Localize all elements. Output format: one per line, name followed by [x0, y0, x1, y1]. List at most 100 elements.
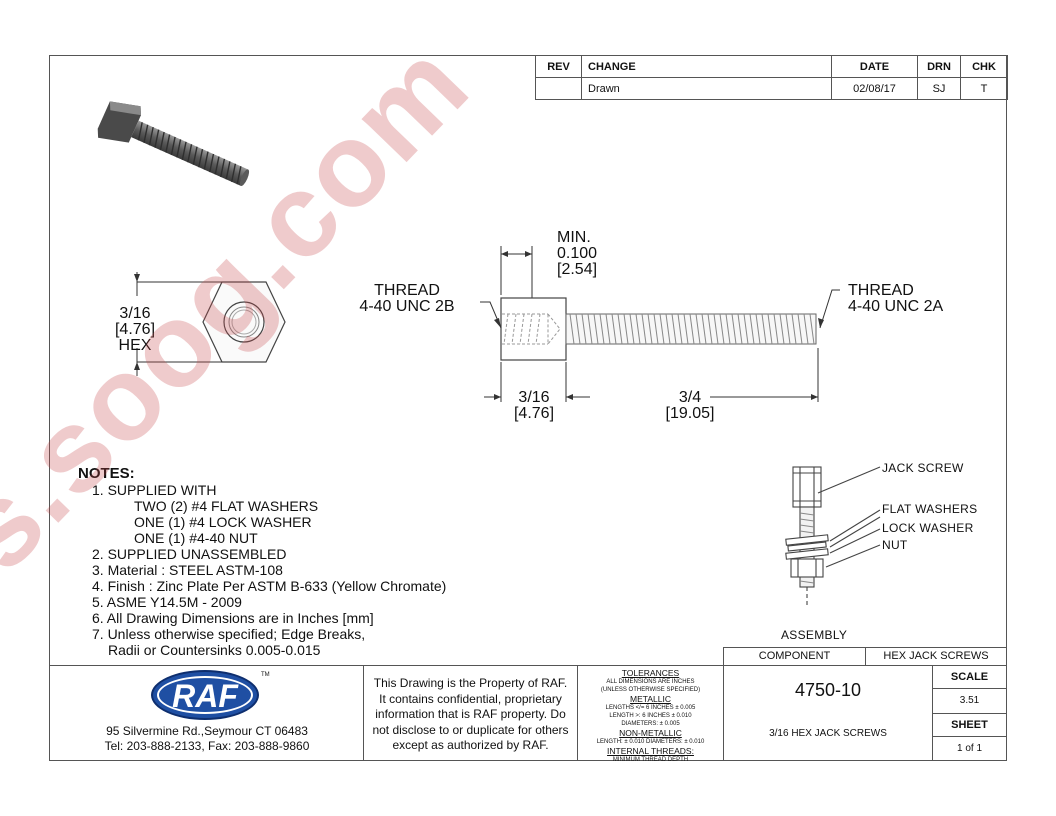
hex-dim-line3: HEX	[118, 337, 152, 354]
thread-line	[797, 313, 803, 345]
tolerance-line: LENGTHS </= 6 INCHES ± 0.005	[605, 705, 696, 711]
thread-line	[779, 313, 785, 345]
tolerances-title: TOLERANCES	[621, 668, 680, 678]
thread-line	[635, 313, 641, 345]
note-line: 7. Unless otherwise specified; Edge Brea…	[92, 626, 366, 642]
thread-line	[713, 313, 719, 345]
part-number: 4750-10	[794, 680, 862, 700]
screw-length-value: 3/4	[678, 389, 702, 406]
thread-line	[737, 313, 743, 345]
thread-line	[707, 313, 713, 345]
thread-line	[641, 313, 647, 345]
notes-section: NOTES: 1. SUPPLIED WITH TWO (2) #4 FLAT …	[78, 465, 447, 659]
part-description: 3/16 HEX JACK SCREWS	[769, 728, 887, 739]
side-view-screw	[480, 246, 840, 402]
tolerance-line: ALL DIMENSIONS ARE INCHES	[606, 679, 695, 685]
thread-line	[761, 313, 767, 345]
notes-title: NOTES:	[78, 465, 135, 482]
thread-line	[785, 313, 791, 345]
note-line: ONE (1) #4-40 NUT	[134, 530, 258, 546]
thread-line	[725, 313, 731, 345]
tolerance-line: LENGTH: ± 0.010 DIAMETERS: ± 0.010	[596, 739, 705, 745]
thread-line	[593, 313, 599, 345]
thread-line	[587, 313, 593, 345]
screw-length-mm: [19.05]	[665, 405, 715, 422]
lock-washer-label: LOCK WASHER	[882, 521, 974, 535]
raf-logo-text: RAF	[172, 678, 238, 714]
isometric-screw-view	[97, 101, 250, 187]
jack-screw-label: JACK SCREW	[882, 461, 964, 475]
thread-line	[629, 313, 635, 345]
hex-dim-line2: [4.76]	[114, 321, 156, 338]
hex-length-mm: [4.76]	[513, 405, 555, 422]
hex-dim-line1: 3/16	[119, 305, 151, 322]
thread-line	[731, 313, 737, 345]
change-value: Drawn	[581, 77, 832, 100]
hex-end-view	[134, 272, 286, 376]
flat-washers-label: FLAT WASHERS	[882, 502, 978, 516]
raf-logo: RAF	[151, 670, 259, 720]
screw-length-label: 3/4 [19.05]	[655, 390, 725, 422]
external-thread-label: THREAD 4-40 UNC 2A	[848, 283, 943, 315]
change-header: CHANGE	[581, 55, 832, 78]
metallic-title: METALLIC	[630, 694, 671, 704]
scale-value: 3.51	[932, 688, 1007, 714]
thread-line	[611, 313, 617, 345]
trademark-mark: TM	[261, 672, 270, 678]
thread-line	[677, 313, 683, 345]
note-line: 5. ASME Y14.5M - 2009	[92, 594, 242, 610]
thread-line	[581, 313, 587, 345]
assembly-view	[785, 466, 881, 607]
note-line: ONE (1) #4 LOCK WASHER	[134, 514, 312, 530]
drn-header: DRN	[917, 55, 961, 78]
note-line: Radii or Countersinks 0.005-0.015	[108, 642, 321, 658]
tolerance-line: DIAMETERS: ± 0.005	[621, 721, 680, 727]
property-line: except as authorized by RAF.	[392, 738, 549, 752]
thread-line	[605, 313, 611, 345]
revision-table: REV CHANGE DATE DRN CHK Drawn 02/08/17 S…	[535, 55, 1008, 100]
thread-line	[791, 313, 797, 345]
min-value: 0.100	[557, 245, 598, 262]
note-line: 4. Finish : Zinc Plate Per ASTM B-633 (Y…	[92, 578, 447, 594]
thread-line	[665, 313, 671, 345]
thread-line	[623, 313, 629, 345]
property-line: This Drawing is the Property of RAF.	[373, 676, 568, 690]
drn-value: SJ	[917, 77, 961, 100]
sheet-label: SHEET	[932, 713, 1007, 737]
thread-line	[755, 313, 761, 345]
rev-header: REV	[535, 55, 582, 78]
thread-line	[617, 313, 623, 345]
hex-length-value: 3/16	[518, 389, 550, 406]
thread-line	[809, 313, 815, 345]
note-line: 2. SUPPLIED UNASSEMBLED	[92, 546, 287, 562]
rev-value	[535, 77, 582, 100]
external-thread-title: THREAD	[848, 282, 914, 299]
thread-line	[749, 313, 755, 345]
tolerance-line: (UNLESS OTHERWISE SPECIFIED)	[600, 687, 701, 693]
tolerance-line: MINIMUM THREAD DEPTH	[612, 757, 689, 763]
min-label: MIN.	[557, 229, 591, 246]
property-line: It contains confidential, proprietary	[379, 691, 562, 706]
thread-line	[743, 313, 749, 345]
thread-line	[575, 313, 581, 345]
min-value-mm: [2.54]	[557, 261, 598, 278]
thread-line	[647, 313, 653, 345]
thread-line	[767, 313, 773, 345]
thread-line	[773, 313, 779, 345]
property-line: information that is RAF property. Do	[375, 707, 566, 721]
tolerances-text: TOLERANCES ALL DIMENSIONS ARE INCHES (UN…	[578, 668, 723, 764]
thread-line	[803, 313, 809, 345]
note-line: TWO (2) #4 FLAT WASHERS	[134, 498, 319, 514]
min-dimension-label: MIN. 0.100 [2.54]	[557, 230, 597, 278]
sheet-value: 1 of 1	[932, 736, 1007, 761]
assembly-title: ASSEMBLY	[781, 628, 848, 642]
component-label: COMPONENT	[723, 647, 866, 666]
internal-thread-label: THREAD 4-40 UNC 2B	[352, 283, 462, 315]
company-address: 95 Silvermine Rd.,Seymour CT 06483	[106, 724, 308, 738]
thread-line	[695, 313, 701, 345]
note-line: 6. All Drawing Dimensions are in Inches …	[92, 610, 374, 626]
thread-line	[569, 313, 575, 345]
note-line: 1. SUPPLIED WITH	[92, 482, 217, 498]
thread-line	[653, 313, 659, 345]
hex-length-label: 3/16 [4.76]	[508, 390, 560, 422]
